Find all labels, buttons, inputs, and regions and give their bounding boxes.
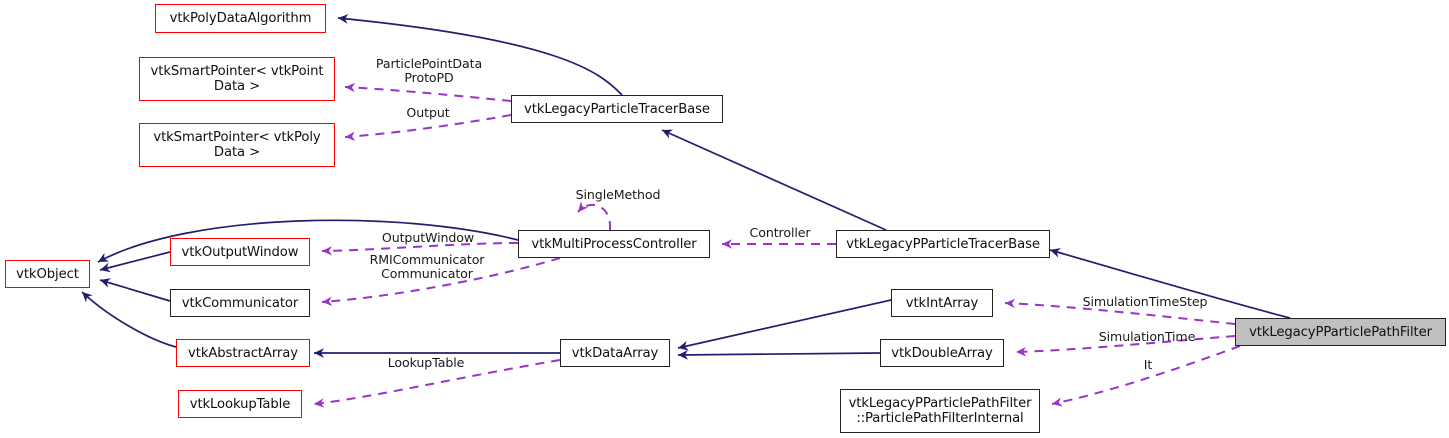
edge-label-controller: Controller xyxy=(749,225,811,240)
node-vtk-communicator[interactable]: vtkCommunicator xyxy=(170,289,310,317)
node-vtk-smart-pointer-point-data[interactable]: vtkSmartPointer< vtkPoint Data > xyxy=(139,57,335,101)
edge-controller-to-outputwindow xyxy=(321,242,519,256)
node-vtk-legacy-pparticle-path-filter: vtkLegacyPParticlePathFilter xyxy=(1235,318,1446,346)
edge-label-single-method: SingleMethod xyxy=(575,187,661,202)
edge-dataarray-to-lookuptable xyxy=(313,359,561,408)
node-vtk-poly-data-algorithm[interactable]: vtkPolyDataAlgorithm xyxy=(155,4,326,33)
edge-label-output-window: OutputWindow xyxy=(381,230,475,245)
edge-abstractarray-to-vtkobject xyxy=(81,291,177,348)
edge-tracer-to-smartptr-polydata xyxy=(344,114,512,141)
node-vtk-abstract-array[interactable]: vtkAbstractArray xyxy=(176,339,310,367)
edge-label-particle-point-data: ParticlePointData ProtoPD xyxy=(375,56,483,85)
node-vtk-double-array[interactable]: vtkDoubleArray xyxy=(880,339,1004,367)
edge-controller-to-vtkobject xyxy=(97,219,519,263)
node-vtk-smart-pointer-poly-data[interactable]: vtkSmartPointer< vtkPoly Data > xyxy=(139,123,335,167)
edge-label-simulation-time-step: SimulationTimeStep xyxy=(1082,294,1208,309)
edge-controller-to-communicator xyxy=(321,257,561,306)
node-particle-path-filter-internal[interactable]: vtkLegacyPParticlePathFilter ::ParticleP… xyxy=(840,389,1040,433)
node-vtk-legacy-particle-tracer-base[interactable]: vtkLegacyParticleTracerBase xyxy=(511,95,723,123)
edge-label-it: It xyxy=(1143,357,1153,372)
node-vtk-multi-process-controller[interactable]: vtkMultiProcessController xyxy=(518,230,710,258)
node-vtk-data-array[interactable]: vtkDataArray xyxy=(560,339,670,367)
edge-communicator-to-vtkobject xyxy=(99,278,171,302)
node-vtk-output-window[interactable]: vtkOutputWindow xyxy=(170,238,310,266)
node-vtk-object[interactable]: vtkObject xyxy=(5,260,90,288)
edge-pathfilter-to-internal xyxy=(1051,345,1241,407)
edge-pathfilter-to-intarray xyxy=(1004,298,1236,325)
edge-ptracer-to-tracer xyxy=(661,129,887,231)
edge-tracer-to-polydataalgorithm xyxy=(337,14,623,96)
inheritance-edges xyxy=(81,14,1291,360)
edge-pathfilter-to-ptracer xyxy=(1049,248,1291,319)
node-vtk-int-array[interactable]: vtkIntArray xyxy=(891,289,993,317)
edge-controller-selfloop-singlemethod xyxy=(577,201,612,231)
edge-pathfilter-to-doublearray xyxy=(1015,335,1236,357)
node-vtk-lookup-table[interactable]: vtkLookupTable xyxy=(178,390,302,418)
edge-tracer-to-smartptr-pointdata xyxy=(344,82,512,102)
usage-edges xyxy=(313,82,1241,408)
edge-label-rmi-communicator: RMICommunicator Communicator xyxy=(369,252,485,281)
node-vtk-legacy-pparticle-tracer-base[interactable]: vtkLegacyPParticleTracerBase xyxy=(836,230,1050,258)
edge-doublearray-to-dataarray xyxy=(677,350,881,360)
edge-label-output: Output xyxy=(406,105,450,120)
edge-intarray-to-dataarray xyxy=(677,299,892,351)
edge-outputwindow-to-vtkobject xyxy=(99,251,171,273)
edge-label-lookup-table: LookupTable xyxy=(387,355,465,370)
edge-label-simulation-time: SimulationTime xyxy=(1098,329,1196,344)
